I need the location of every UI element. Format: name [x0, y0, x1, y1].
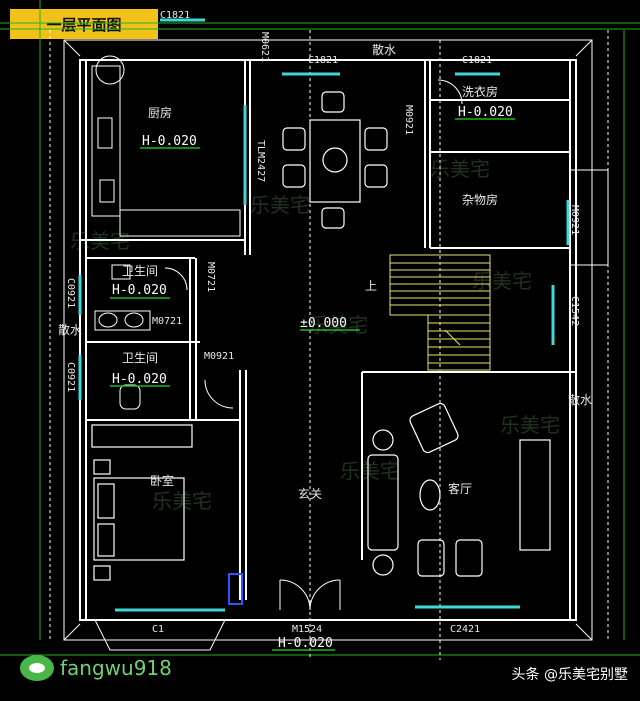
watermark-1: 乐美宅 — [70, 229, 130, 253]
bath1-level: H-0.020 — [112, 283, 167, 298]
watermark-6: 乐美宅 — [500, 413, 560, 437]
c1-label: C1 — [152, 624, 164, 635]
axis-lines — [0, 0, 640, 656]
tlm2427-label: TLM2427 — [255, 140, 266, 182]
c2421-label: C2421 — [450, 624, 480, 635]
m0721-a-label: M0721 — [205, 262, 216, 292]
kitchen-fixtures — [91, 55, 241, 237]
bath-fixtures — [94, 264, 151, 410]
windows — [78, 18, 570, 612]
bedroom-label: 卧室 — [150, 473, 174, 488]
bath1-label: 卫生间 — [122, 264, 158, 278]
entry-level: H-0.020 — [278, 636, 333, 651]
laundry-level: H-0.020 — [458, 105, 513, 120]
stair-up-label: 上 — [365, 279, 377, 293]
dash-lines — [49, 30, 609, 660]
watermark-3: 乐美宅 — [430, 157, 490, 181]
level-markers — [110, 118, 515, 651]
c1821-right-label: C1821 — [462, 55, 492, 66]
drain-right-label: 散水 — [568, 392, 592, 407]
drain-left-label: 散水 — [58, 322, 82, 337]
walls — [79, 59, 577, 621]
watermark-4: 乐美宅 — [472, 269, 532, 293]
brand-text: fangwu918 — [60, 656, 172, 680]
c0921-b-label: C0921 — [65, 362, 76, 392]
watermark-5: 乐美宅 — [308, 313, 368, 337]
brand-mark: fangwu918 — [20, 655, 172, 681]
kitchen-level: H-0.020 — [142, 134, 197, 149]
living-label: 客厅 — [448, 481, 472, 496]
storage-label: 杂物房 — [462, 192, 498, 207]
eaves-outline — [63, 39, 593, 641]
watermark-7: 乐美宅 — [340, 459, 400, 483]
c1542-label: C1542 — [569, 296, 580, 326]
watermark-2: 乐美宅 — [250, 193, 310, 217]
storage-bay — [569, 169, 609, 266]
watermark-8: 乐美宅 — [152, 489, 212, 513]
bay-window — [94, 619, 226, 651]
drain-top-label: 散水 — [372, 42, 396, 57]
attribution: 头条 @乐美宅别墅 — [511, 667, 628, 683]
laundry-label: 洗衣房 — [462, 84, 498, 99]
m0721-b-label: M0721 — [152, 316, 182, 327]
c1821-top-label: C1821 — [160, 10, 190, 21]
m0621-label: M0621 — [259, 32, 270, 62]
m0921-storage-label: M0921 — [569, 205, 580, 235]
main-level: ±0.000 — [300, 316, 347, 331]
wechat-icon — [20, 655, 54, 681]
c1821-left-label: C1821 — [308, 55, 338, 66]
m0921-laundry-label: M0921 — [403, 105, 414, 135]
stairs — [389, 254, 491, 371]
m1524-label: M1524 — [292, 624, 322, 635]
bath2-label: 卫生间 — [122, 351, 158, 365]
eaves-diagonals — [63, 39, 593, 641]
bed — [91, 424, 193, 581]
bath2-level: H-0.020 — [112, 372, 167, 387]
dining-set — [282, 91, 388, 229]
living-furniture — [367, 402, 551, 577]
doors — [164, 79, 463, 611]
kitchen-label: 厨房 — [148, 105, 172, 120]
foyer-label: 玄关 — [298, 486, 322, 501]
m0921-bath-label: M0921 — [204, 351, 234, 362]
c0921-a-label: C0921 — [65, 278, 76, 308]
